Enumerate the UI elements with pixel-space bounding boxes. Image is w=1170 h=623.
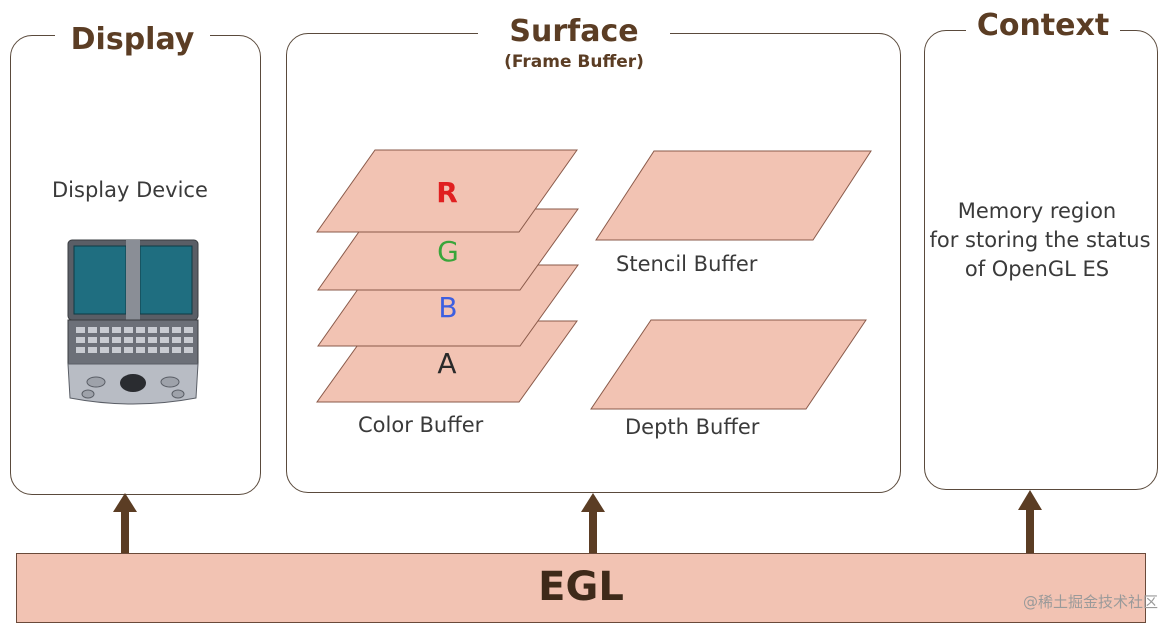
color-buffer-label: Color Buffer — [358, 413, 484, 437]
depth-buffer-label: Depth Buffer — [625, 415, 760, 439]
context-title: Context — [966, 8, 1120, 43]
color-buffer-plate-r — [316, 149, 578, 233]
surface-subtitle: (Frame Buffer) — [478, 52, 670, 72]
context-description-line-2: for storing the status — [929, 228, 1151, 252]
context-description-line-1: Memory region — [957, 199, 1117, 223]
context-description-line-3: of OpenGL ES — [964, 257, 1110, 281]
channel-letter-a: A — [437, 347, 457, 380]
display-device-label: Display Device — [52, 178, 208, 202]
arrow-to-context — [1018, 490, 1042, 554]
channel-letter-g: G — [437, 235, 459, 268]
display-title: Display — [55, 22, 210, 57]
arrow-to-display — [113, 493, 137, 554]
arrow-to-surface — [581, 493, 605, 554]
surface-title: Surface — [478, 14, 670, 49]
channel-letter-b: B — [438, 291, 458, 324]
egl-label: EGL — [538, 564, 624, 610]
depth-buffer-plate — [590, 319, 867, 410]
watermark: @稀土掘金技术社区 — [1022, 593, 1158, 611]
egl-bar: EGL — [16, 553, 1146, 623]
context-panel — [924, 30, 1158, 490]
stencil-buffer-plate — [595, 150, 872, 241]
stencil-buffer-label: Stencil Buffer — [616, 252, 758, 276]
channel-letter-r: R — [436, 176, 458, 209]
